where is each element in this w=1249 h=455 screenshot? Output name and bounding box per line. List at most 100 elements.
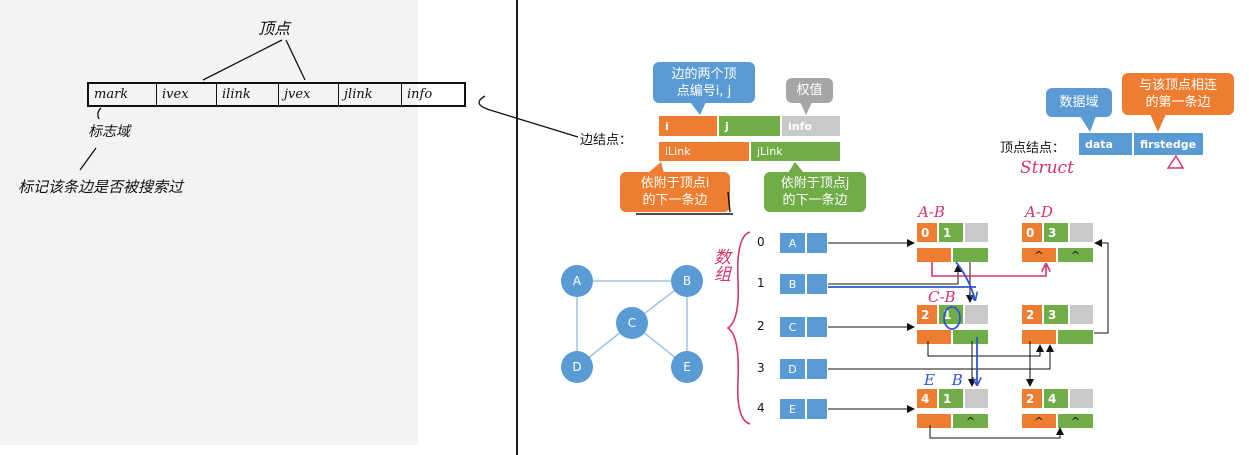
edge-jlink: ^ — [1057, 247, 1094, 263]
array-firstedge-e — [806, 398, 828, 420]
edge-field-ilink: iLink — [658, 141, 750, 162]
edge-info — [1069, 388, 1094, 409]
firstedge-callout-tail — [1150, 114, 1166, 132]
left-panel — [0, 0, 418, 445]
edge-jlink: ^ — [952, 413, 989, 429]
edge-ivex: 2 — [916, 304, 938, 325]
edge-ivex: 0 — [1021, 222, 1043, 243]
graph-node-d — [561, 351, 593, 383]
weight-callout: 权值 — [786, 78, 833, 103]
record-field-jlink: jlink — [339, 84, 402, 105]
array-vertex-b: B — [779, 273, 806, 295]
edge-jvex: 3 — [1043, 222, 1069, 243]
array-vertex-d: D — [779, 358, 806, 380]
graph-node-c — [616, 307, 648, 339]
edge-jvex: 3 — [1043, 304, 1069, 325]
edge-field-j: j — [718, 115, 781, 137]
array-firstedge-b — [806, 273, 828, 295]
array-index-4: 4 — [757, 401, 765, 415]
vertex-note-line-right — [285, 39, 306, 81]
edge-jlink — [1057, 329, 1094, 345]
annotation-blue-circle — [943, 306, 961, 330]
graph-node-d-label: D — [572, 360, 581, 374]
edge-field-jlink: jLink — [750, 141, 841, 162]
edge-node-0-1: 0 1 — [916, 222, 989, 263]
jlink-callout-tail — [788, 162, 804, 173]
annotation-red-trace — [931, 262, 1046, 277]
pointer-edge41-ilink — [929, 425, 1064, 439]
edge-jlink: ^ — [1057, 413, 1094, 429]
array-index-2: 2 — [757, 319, 765, 333]
edge-ivex: 0 — [916, 222, 938, 243]
edge-jlink — [952, 329, 989, 345]
graph-node-a-label: A — [573, 274, 582, 288]
vertex-note-line-left — [202, 39, 283, 81]
annotation-blue-arrow-1 — [955, 261, 975, 300]
record-field-ilink: ilink — [217, 84, 279, 105]
array-index-0: 0 — [757, 235, 765, 249]
edge-ivex: 4 — [916, 388, 938, 409]
record-field-mark: mark — [89, 84, 157, 105]
edge-ilink — [916, 247, 952, 263]
edge-node-0-3: 0 3 ^ ^ — [1021, 222, 1094, 263]
array-vertex-a: A — [779, 232, 806, 254]
mark-description: 标记该条边是否被搜索过 — [18, 178, 184, 196]
edge-field-info: info — [781, 115, 841, 137]
array-brace — [726, 231, 751, 425]
edge-ilink: ^ — [1021, 247, 1057, 263]
mark-note-hook — [97, 107, 102, 120]
edge-jvex: 4 — [1043, 388, 1069, 409]
panel-divider — [516, 0, 518, 455]
edge-jvex: 1 — [938, 388, 964, 409]
edge-node-label: 边结点： — [580, 133, 633, 148]
array-index-1: 1 — [757, 276, 765, 290]
pointer-b-firstedge — [828, 264, 962, 285]
array-firstedge-d — [806, 358, 828, 380]
edge-info — [964, 388, 989, 409]
annotation-edge-ad: A-D — [1025, 203, 1053, 221]
annotation-edge-ab: A-B — [918, 203, 945, 221]
array-index-3: 3 — [757, 361, 765, 375]
graph-node-e — [671, 351, 703, 383]
ilink-callout-tail — [648, 162, 664, 173]
data-callout-tail — [1080, 116, 1096, 132]
record-field-info: info — [407, 87, 433, 102]
array-vertex-c: C — [779, 316, 806, 338]
array-note: 数组 — [710, 248, 730, 282]
data-callout: 数据域 — [1046, 88, 1112, 117]
edge-field-i: i — [658, 115, 718, 137]
graph-node-a — [561, 265, 593, 297]
ilink-callout: 依附于顶点i的下一条边 — [620, 172, 730, 212]
edge-node-2-4: 2 4 ^ ^ — [1021, 388, 1094, 429]
annotation-edge-cb: C-B — [928, 288, 956, 306]
mark-note-pointer — [79, 147, 97, 171]
vertex-node-label: 顶点结点： — [1000, 141, 1066, 156]
ilink-callout-underline — [636, 191, 733, 215]
weight-callout-tail — [800, 102, 812, 115]
edge-record-sketch: mark ivex ilink jvex jlink info — [87, 82, 466, 107]
edge-node-pointer — [478, 95, 579, 138]
pointer-d-firstedge — [828, 344, 1054, 370]
graph-node-b — [671, 265, 703, 297]
struct-triangle-mark — [1166, 154, 1185, 169]
edge-ilink — [916, 329, 952, 345]
edge-ilink: ^ — [1021, 413, 1057, 429]
jlink-callout: 依附于顶点j的下一条边 — [764, 172, 866, 212]
vertices-callout-tail — [690, 102, 706, 115]
pointer-edge21-ilink — [927, 341, 1044, 357]
graph-node-b-label: B — [683, 274, 691, 288]
edge-node-4-1: 4 1 ^ — [916, 388, 989, 429]
edge-info — [964, 304, 989, 325]
vertex-field-firstedge: firstedge — [1133, 132, 1204, 156]
edge-info — [1069, 304, 1094, 325]
edge-ivex: 2 — [1021, 388, 1043, 409]
record-field-ivex: ivex — [157, 84, 217, 105]
graph-node-e-label: E — [683, 360, 691, 374]
vertices-callout: 边的两个顶点编号i, j — [653, 62, 755, 103]
graph-node-c-label: C — [628, 316, 636, 330]
firstedge-callout: 与该顶点相连的第一条边 — [1122, 73, 1234, 115]
mark-note: 标志域 — [88, 124, 130, 140]
edge-info — [964, 222, 989, 243]
edge-jvex: 1 — [938, 222, 964, 243]
